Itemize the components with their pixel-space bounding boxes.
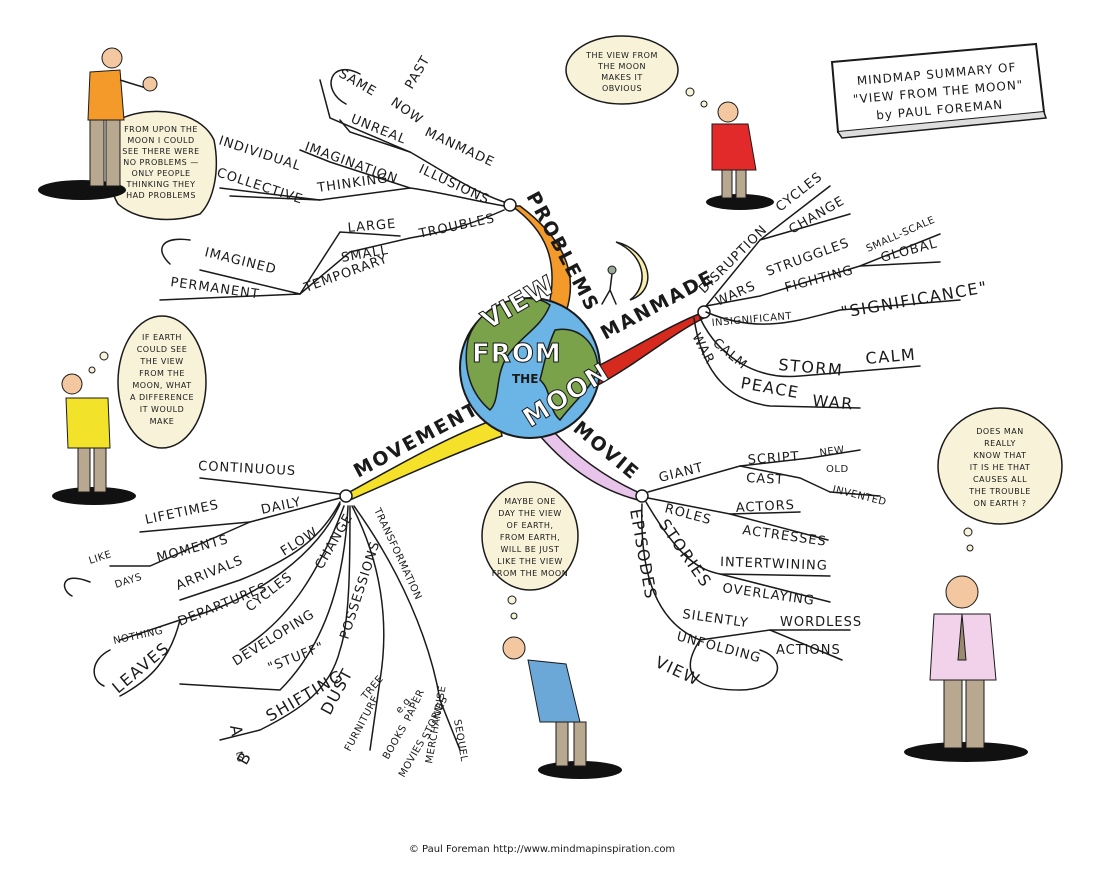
- bubble-right-line-5: THE TROUBLE: [968, 487, 1031, 496]
- figure-orange-man: [38, 47, 158, 200]
- movement-daily: DAILY: [260, 495, 303, 518]
- movie-view: VIEW: [652, 652, 703, 689]
- footer-credit: © Paul Foreman http://www.mindmapinspira…: [409, 844, 675, 855]
- title-box: MINDMAP SUMMARY OF "VIEW FROM THE MOON" …: [830, 42, 1048, 139]
- manmade-war-2: WAR: [812, 391, 855, 414]
- bubble-top-left-line-4: ONLY PEOPLE: [131, 169, 190, 178]
- problems-same: SAME: [336, 66, 379, 99]
- bubble-left-line-5: A DIFFERENCE: [130, 393, 194, 402]
- bubble-top-left-line-6: HAD PROBLEMS: [126, 191, 196, 200]
- bubble-left-line-4: MOON, WHAT: [132, 381, 191, 390]
- bubble-right-line-0: DOES MAN: [976, 427, 1024, 436]
- manmade-peace: PEACE: [739, 373, 801, 402]
- movie-wordless: WORDLESS: [780, 615, 862, 630]
- bubble-top-center-line-3: OBVIOUS: [602, 84, 642, 93]
- bubble-right-line-1: REALLY: [984, 439, 1016, 448]
- movie-old: OLD: [826, 464, 849, 475]
- movement-a: A: [226, 723, 247, 739]
- bubble-bottom-center-line-1: DAY THE VIEW: [498, 509, 562, 518]
- bubble-top-center: THE VIEW FROM THE MOON MAKES IT OBVIOUS: [565, 35, 708, 108]
- figure-red-sweater-man: [706, 101, 774, 210]
- movie-subbranches: GIANT SCRIPT NEW OLD CAST INVENTED ROLES…: [626, 445, 887, 691]
- movement-furniture: FURNITURE: [343, 694, 382, 754]
- bubble-bottom-center-line-0: MAYBE ONE: [504, 497, 556, 506]
- movement-books: BOOKS: [381, 723, 409, 761]
- movement-b: B: [233, 748, 256, 768]
- bubble-top-left-line-2: SEE THERE WERE: [122, 147, 199, 156]
- globe-the: THE: [512, 372, 538, 386]
- movie-intertwining: INTERTWINING: [720, 555, 828, 574]
- movie-new: NEW: [819, 445, 845, 459]
- bubble-right: DOES MAN REALLY KNOW THAT IT IS HE THAT …: [937, 407, 1063, 552]
- bubble-left-line-7: MAKE: [150, 417, 175, 426]
- movie-actions: ACTIONS: [776, 643, 841, 658]
- problems-now: NOW: [388, 95, 426, 128]
- bubble-bottom-center-line-3: FROM EARTH,: [500, 533, 560, 542]
- problems-large: LARGE: [347, 217, 397, 236]
- movement-continuous: CONTINUOUS: [198, 459, 297, 479]
- problems-branch: [509, 205, 572, 313]
- bubble-bottom-center: MAYBE ONE DAY THE VIEW OF EARTH, FROM EA…: [481, 481, 579, 620]
- movement-subbranches: CONTINUOUS LIFETIMES DAILY LIKE MOMENTS …: [63, 459, 469, 780]
- movie-cast: CAST: [746, 471, 785, 488]
- movement-leaves: LEAVES: [108, 638, 173, 697]
- movement-lifetimes: LIFETIMES: [144, 498, 221, 528]
- bubble-left-line-2: THE VIEW: [139, 357, 183, 366]
- bubble-left-line-1: COULD SEE: [137, 345, 188, 354]
- bubble-top-left-line-5: THINKING THEY: [126, 180, 196, 189]
- movie-episodes: EPISODES: [626, 507, 661, 601]
- manmade-disruption: DISRUPTION: [696, 222, 770, 296]
- bubble-top-left-line-3: NO PROBLEMS —: [123, 158, 199, 167]
- bubble-bottom-center-line-6: FROM THE MOON: [492, 569, 568, 578]
- bubble-top-left-line-0: FROM UPON THE: [124, 125, 198, 134]
- movie-unfolding: UNFOLDING: [675, 629, 763, 666]
- bubble-top-center-line-2: MAKES IT: [601, 73, 643, 82]
- bubble-bottom-center-line-4: WILL BE JUST: [501, 545, 560, 554]
- movie-invented: INVENTED: [831, 484, 887, 508]
- globe: VIEW FROM THE MOON: [459, 269, 615, 439]
- manmade-significance: "SIGNIFICANCE": [839, 277, 989, 322]
- globe-from: FROM: [472, 339, 562, 369]
- figure-blue-shirt-man: [502, 636, 622, 779]
- movement-like: LIKE: [88, 549, 114, 567]
- problems-illusions: ILLUSIONS: [416, 162, 492, 208]
- figure-yellow-shirt-man: [52, 373, 136, 505]
- bubble-right-line-3: IT IS HE THAT: [970, 463, 1031, 472]
- movement-arrivals: ARRIVALS: [174, 553, 246, 594]
- bubble-bottom-center-line-5: LIKE THE VIEW: [497, 557, 562, 566]
- problems-past: PAST: [402, 53, 433, 92]
- problems-manmade: MANMADE: [422, 125, 496, 170]
- bubble-left-line-0: IF EARTH: [142, 333, 182, 342]
- bubble-top-center-line-0: THE VIEW FROM: [585, 51, 658, 60]
- problems-troubles: TROUBLES: [417, 211, 497, 242]
- movement-days: DAYS: [114, 572, 144, 591]
- bubble-left-line-3: FROM THE: [139, 369, 185, 378]
- bubble-left-line-6: IT WOULD: [140, 405, 184, 414]
- bubble-right-line-4: CAUSES ALL: [973, 475, 1027, 484]
- movement-movies: MOVIES: [397, 738, 427, 780]
- manmade-calm-1: CALM: [709, 336, 750, 373]
- movie-script: SCRIPT: [747, 449, 800, 468]
- bubble-left: IF EARTH COULD SEE THE VIEW FROM THE MOO…: [88, 315, 207, 449]
- bubble-top-left-line-1: MOON I COULD: [127, 136, 194, 145]
- movie-overlaying: OVERLAYING: [721, 581, 815, 609]
- movie-silently: SILENTLY: [681, 607, 749, 631]
- manmade-calm-2: CALM: [865, 345, 917, 368]
- movie-actors: ACTORS: [735, 498, 795, 516]
- movement-to: to: [233, 751, 246, 764]
- bubble-bottom-center-line-2: OF EARTH,: [507, 521, 554, 530]
- bubble-top-center-line-1: THE MOON: [597, 62, 646, 71]
- figure-pink-shirt-man: [904, 575, 1028, 762]
- movement-sequel: SEQUEL: [451, 719, 469, 763]
- globe-land-left: [465, 297, 551, 412]
- globe-land-right: [539, 328, 599, 422]
- movement-possessions: POSSESSIONS: [338, 539, 384, 641]
- bubble-right-line-2: KNOW THAT: [973, 451, 1026, 460]
- bubble-top-left: FROM UPON THE MOON I COULD SEE THERE WER…: [106, 110, 218, 221]
- movie-actresses: ACTRESSES: [741, 523, 827, 550]
- crescent-moon-icon: [601, 241, 649, 305]
- manmade-insignificant: INSIGNIFICANT: [711, 311, 793, 329]
- bubble-right-line-6: ON EARTH ?: [973, 499, 1026, 508]
